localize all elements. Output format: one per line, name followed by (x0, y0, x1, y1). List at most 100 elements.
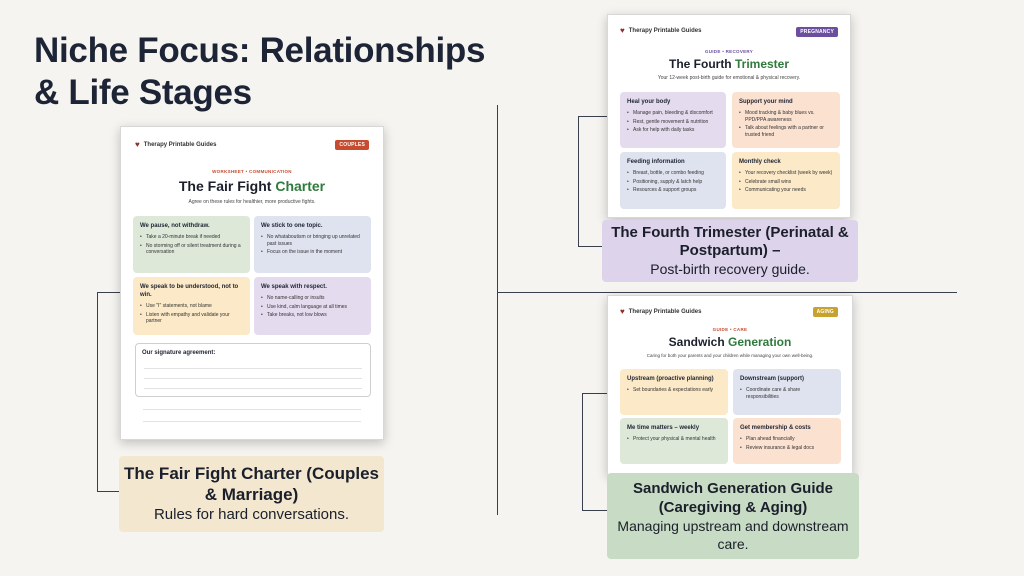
fair-fight-label: The Fair Fight Charter (Couples & Marria… (119, 456, 384, 532)
card-item: Ask for help with daily tasks (627, 127, 719, 134)
label-title: The Fair Fight Charter (Couples & Marria… (123, 464, 380, 504)
guide-card: Downstream (support) Coordinate care & s… (733, 369, 841, 415)
connector-line (578, 246, 602, 247)
rule-card: We speak to be understood, not to win. U… (133, 277, 250, 335)
label-title: The Fourth Trimester (Perinatal & Postpa… (611, 224, 849, 259)
card-heading: We speak to be understood, not to win. (140, 284, 239, 298)
heart-icon: ♥ (620, 26, 625, 35)
heart-icon: ♥ (135, 140, 140, 149)
card-item: Breast, bottle, or combo feeding (627, 170, 719, 177)
connector-line (582, 510, 608, 511)
aging-badge: AGING (812, 307, 838, 317)
sandwich-document: ♥ Therapy Printable Guides AGING GUIDE •… (607, 295, 853, 475)
couples-badge: COUPLES (335, 140, 369, 150)
card-item: Coordinate care & share responsibilities (740, 387, 834, 400)
doc-subtitle: Caring for both your parents and your ch… (646, 353, 814, 358)
doc-subtitle: Your 12-week post-birth guide for emotio… (657, 75, 801, 81)
card-item: Talk about feelings with a partner or tr… (739, 125, 833, 138)
connector-line (582, 393, 608, 394)
label-subtitle: Rules for hard conversations. (153, 506, 350, 523)
label-subtitle: Post-birth recovery guide. (650, 261, 810, 277)
card-heading: Feeding information (627, 159, 685, 165)
connector-line (578, 116, 579, 246)
guide-card: Heal your body Manage pain, bleeding & d… (620, 92, 726, 148)
label-title: Sandwich Generation Guide (Caregiving & … (632, 480, 834, 516)
signature-line (144, 378, 362, 379)
brand-header: ♥ Therapy Printable Guides (620, 308, 701, 316)
card-heading: Monthly check (739, 159, 781, 165)
card-item: Manage pain, bleeding & discomfort (627, 110, 719, 117)
sandwich-label: Sandwich Generation Guide (Caregiving & … (607, 473, 859, 559)
card-item: Take breaks, not low blows (261, 312, 364, 319)
connector-line (497, 105, 498, 515)
signature-line (144, 368, 362, 369)
card-heading: We stick to one topic. (261, 223, 323, 229)
fair-fight-document: ♥ Therapy Printable Guides COUPLES WORKS… (120, 126, 384, 440)
guide-card: Monthly check Your recovery checklist (w… (732, 152, 840, 209)
card-item: Resources & support groups (627, 187, 719, 194)
doc-title-accent: Trimester (734, 57, 790, 71)
card-item: Your recovery checklist (week by week) (739, 170, 833, 177)
card-item: Use kind, calm language at all times (261, 304, 364, 311)
footer-line (143, 409, 361, 410)
card-item: Positioning, supply & latch help (627, 179, 719, 186)
brand-header: ♥ Therapy Printable Guides (135, 141, 216, 149)
rule-card: We speak with respect. No name-calling o… (254, 277, 371, 335)
signature-heading: Our signature agreement: (142, 350, 216, 356)
card-heading: Get membership & costs (740, 425, 811, 431)
card-heading: Downstream (support) (740, 376, 805, 382)
card-item: Rest, gentle movement & nutrition (627, 119, 719, 126)
guide-card: Get membership & costs Plan ahead financ… (733, 418, 841, 464)
connector-line (497, 292, 957, 293)
card-heading: Heal your body (627, 99, 671, 105)
heart-icon: ♥ (620, 307, 625, 316)
guide-card: Upstream (proactive planning) Set bounda… (620, 369, 728, 415)
pregnancy-badge: PREGNANCY (796, 27, 838, 37)
signature-line (144, 388, 362, 389)
card-heading: We pause, not withdraw. (140, 223, 210, 229)
card-item: Listen with empathy and validate your pa… (140, 312, 243, 325)
rule-card: We pause, not withdraw. Take a 20-minute… (133, 216, 250, 273)
connector-line (97, 491, 120, 492)
card-heading: Upstream (proactive planning) (627, 376, 714, 382)
doc-title: Sandwich Generation (608, 335, 852, 349)
card-item: Focus on the issue in the moment (261, 249, 364, 256)
connector-line (578, 116, 608, 117)
doc-title-main: The Fourth (668, 57, 735, 71)
doc-title-accent: Generation (727, 335, 792, 349)
signature-box: Our signature agreement: (135, 343, 371, 397)
brand-name: Therapy Printable Guides (628, 28, 702, 34)
doc-title: The Fair Fight Charter (121, 178, 383, 194)
card-item: Take a 20-minute break if needed (140, 234, 243, 241)
card-heading: We speak with respect. (261, 284, 327, 290)
rule-card: We stick to one topic. No whataboutism o… (254, 216, 371, 273)
label-subtitle: Managing upstream and downstream care. (617, 518, 849, 552)
brand-name: Therapy Printable Guides (143, 142, 217, 148)
doc-eyebrow: GUIDE • CARE (712, 327, 748, 332)
doc-title: The Fourth Trimester (608, 57, 850, 71)
connector-line (97, 292, 98, 492)
doc-subtitle: Agree on these rules for healthier, more… (188, 199, 316, 205)
connector-line (97, 292, 120, 293)
page-title: Niche Focus: Relationships & Life Stages (34, 31, 486, 112)
brand-header: ♥ Therapy Printable Guides (620, 27, 701, 35)
card-item: Mood tracking & baby blues vs. PPD/PPA a… (739, 110, 833, 123)
card-item: Set boundaries & expectations early (627, 387, 721, 394)
card-item: Protect your physical & mental health (627, 436, 721, 443)
footer-line (143, 421, 361, 422)
card-item: Plan ahead financially (740, 436, 834, 443)
guide-card: Support your mind Mood tracking & baby b… (732, 92, 840, 148)
doc-eyebrow: GUIDE • RECOVERY (704, 49, 754, 54)
card-heading: Support your mind (739, 99, 793, 105)
card-heading: Me time matters – weekly (627, 425, 700, 431)
guide-card: Feeding information Breast, bottle, or c… (620, 152, 726, 209)
card-item: Communicating your needs (739, 187, 833, 194)
brand-name: Therapy Printable Guides (628, 309, 702, 315)
fourth-trimester-label: The Fourth Trimester (Perinatal & Postpa… (602, 220, 858, 282)
fourth-trimester-document: ♥ Therapy Printable Guides PREGNANCY GUI… (607, 14, 851, 218)
doc-title-main: Sandwich (668, 335, 728, 349)
card-item: Celebrate small wins (739, 179, 833, 186)
card-item: No whataboutism or bringing up unrelated… (261, 234, 364, 247)
card-item: No storming off or silent treatment duri… (140, 243, 243, 256)
doc-title-main: The Fair Fight (178, 178, 276, 194)
